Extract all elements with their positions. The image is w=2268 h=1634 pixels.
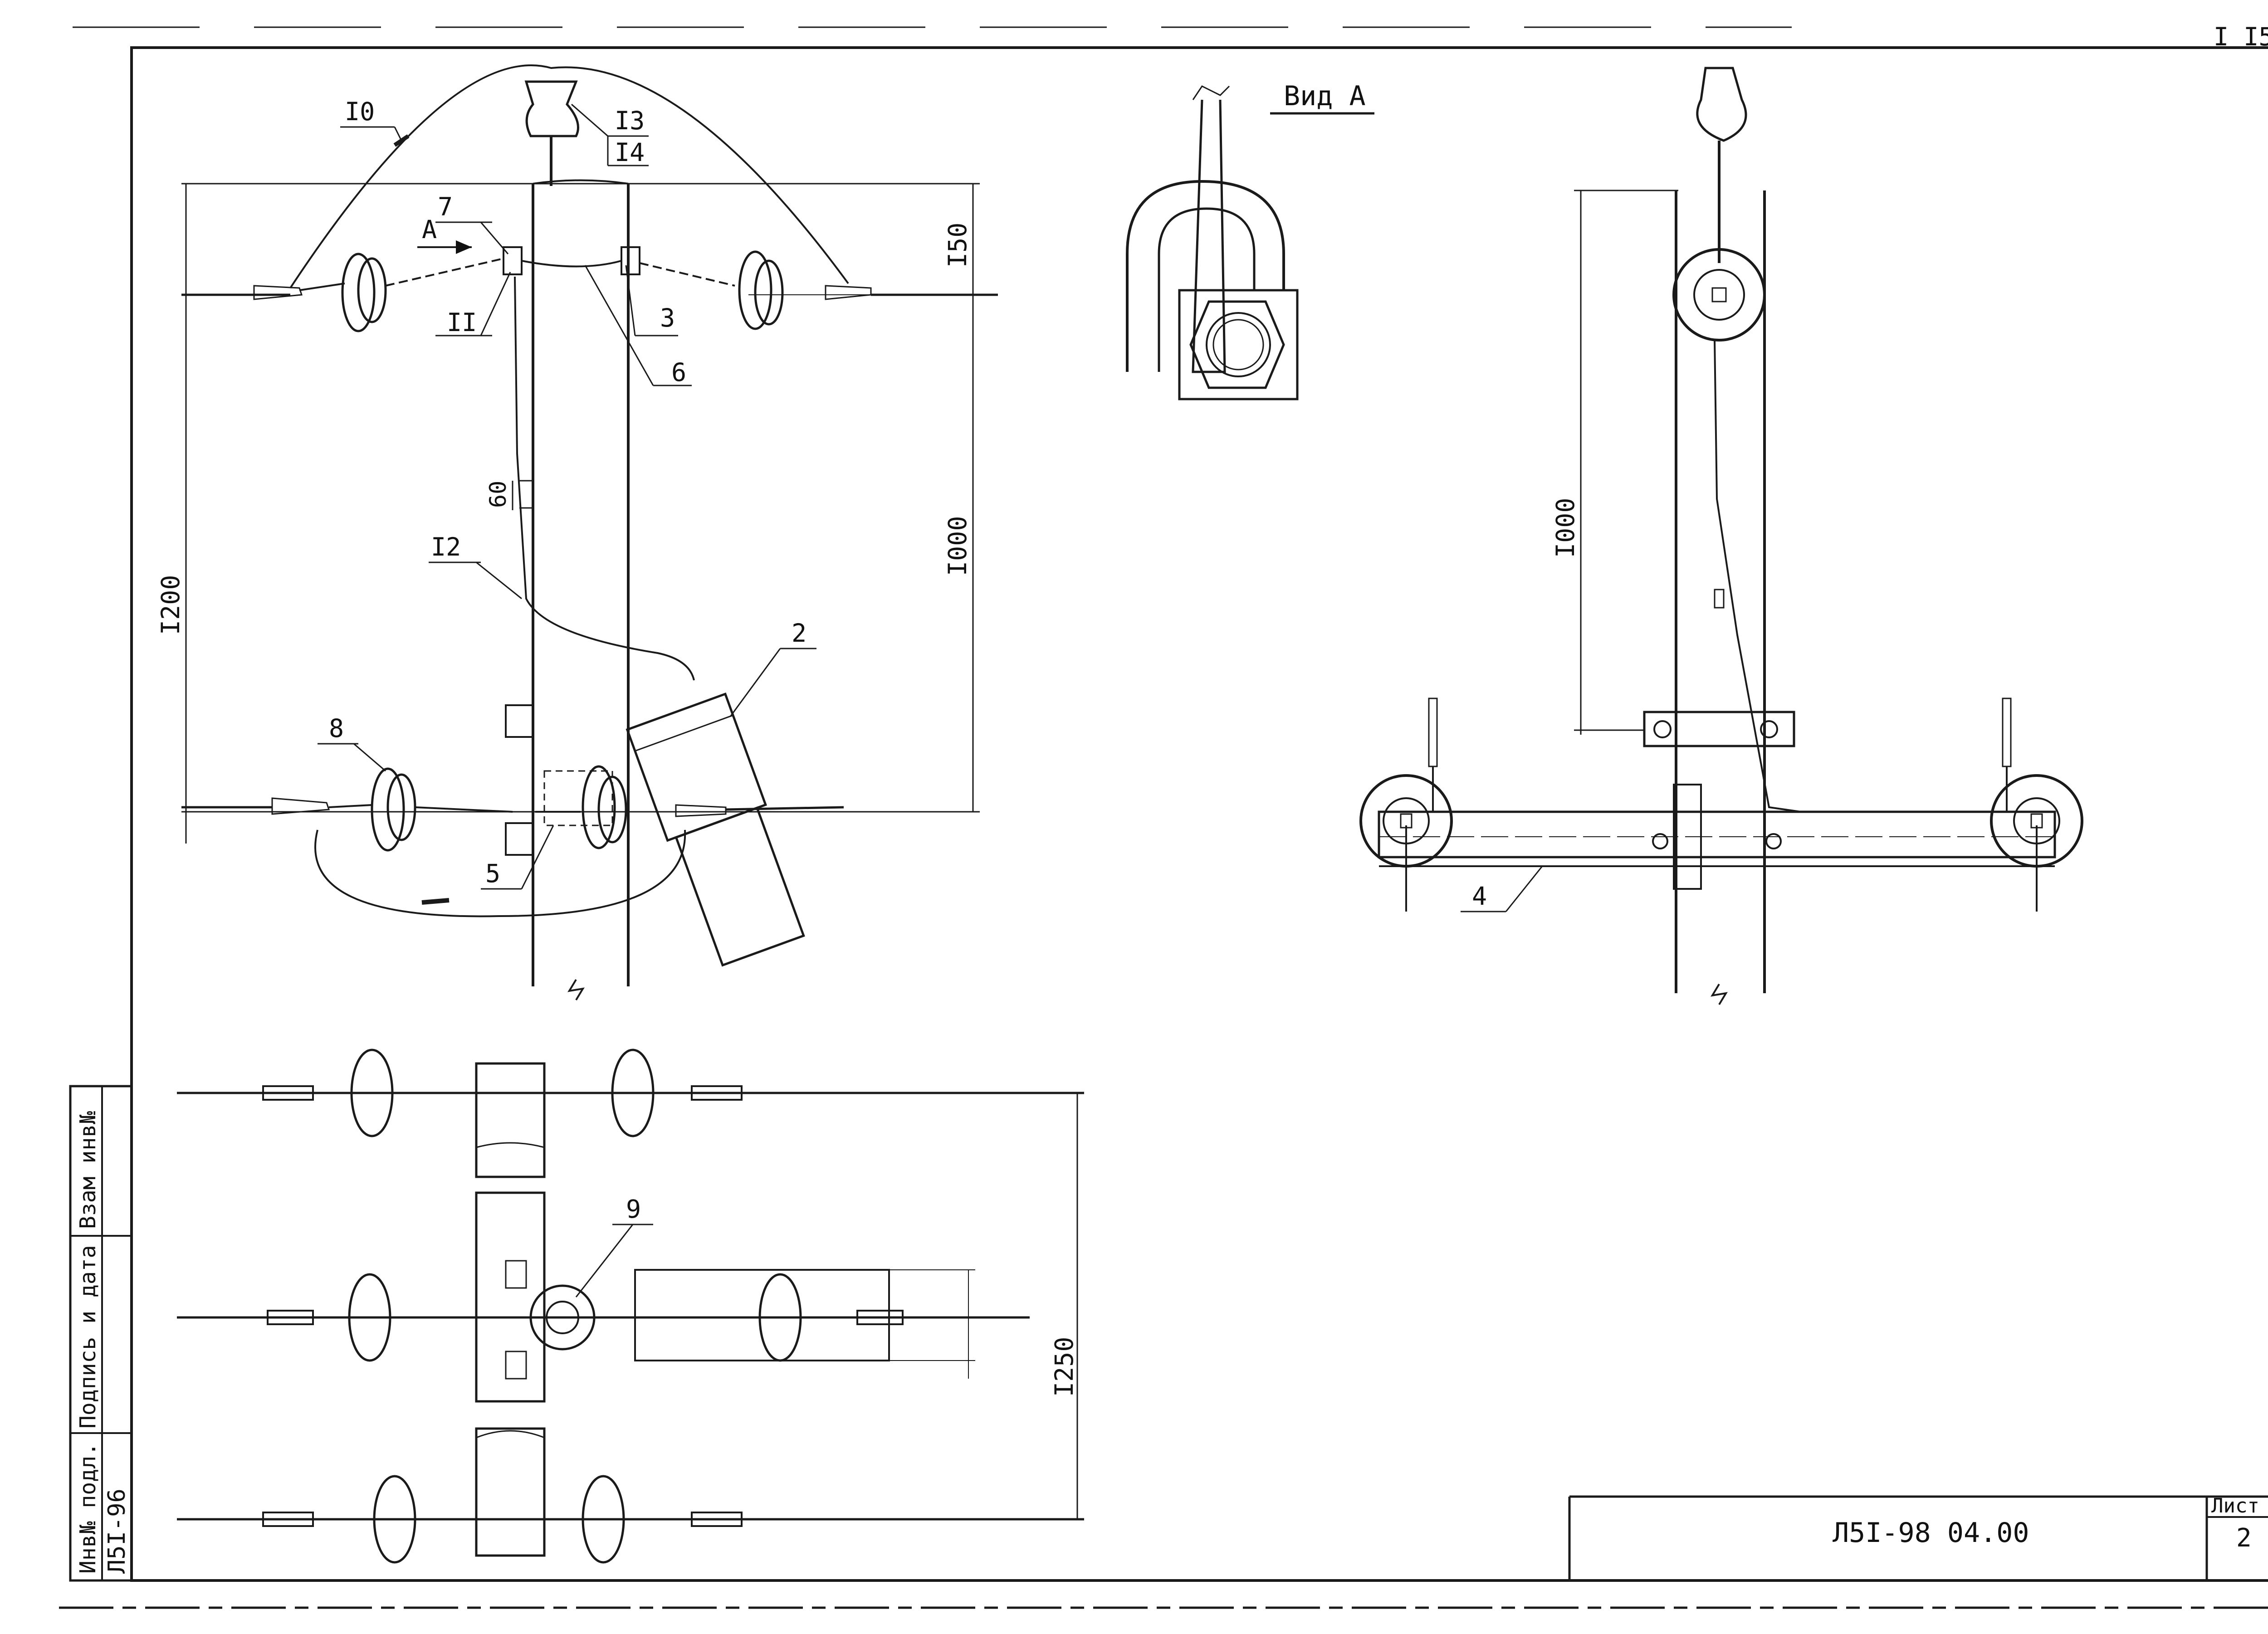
callout-6: 6: [671, 358, 686, 387]
view-a-title: Вид А: [1284, 80, 1366, 112]
dim-1000-left: I000: [943, 516, 972, 576]
title-block: [1568, 1495, 2268, 1580]
callout-7: 7: [438, 192, 453, 221]
view-a: [1126, 85, 1374, 400]
vzam-inv-label: Взам инв№: [75, 1111, 101, 1229]
corner-mark: I I5: [2214, 22, 2268, 51]
stamp-sheet-number: 2: [2236, 1523, 2252, 1553]
sheet-frame: [59, 26, 2268, 1609]
podpis-data-label: Подпись и дата: [75, 1245, 101, 1429]
callout-3: 3: [660, 303, 675, 332]
inv-podl-value: Л5I-96: [103, 1488, 131, 1574]
callout-14: I4: [615, 138, 645, 167]
dim-1200: I200: [156, 575, 185, 635]
callout-2: 2: [792, 619, 807, 648]
callout-leaders: [318, 103, 816, 890]
callout-11: II: [447, 308, 477, 337]
callout-4: 4: [1472, 882, 1487, 911]
stamp-designation: Л5I-98 04.00: [1833, 1517, 2029, 1549]
side-view: [1359, 67, 2083, 1005]
dim-60: 60: [485, 481, 511, 508]
callout-5: 5: [485, 859, 500, 888]
plan-view: [177, 1049, 1084, 1564]
dim-1250: I250: [1050, 1337, 1079, 1397]
left-strip: [69, 1085, 133, 1582]
main-view: [181, 64, 998, 1001]
arrow-a-label: А: [422, 215, 437, 244]
dim-150: I50: [943, 223, 972, 268]
callout-8: 8: [329, 714, 344, 743]
stamp-sheet-label: Лист: [2211, 1494, 2259, 1517]
dim-1000-right: I000: [1551, 498, 1580, 558]
callout-13: I3: [615, 106, 645, 135]
inv-podl-label: Инв№ подл.: [75, 1443, 101, 1574]
callout-12: I2: [431, 532, 461, 561]
callout-10: I0: [345, 97, 375, 126]
callout-9: 9: [626, 1195, 641, 1224]
